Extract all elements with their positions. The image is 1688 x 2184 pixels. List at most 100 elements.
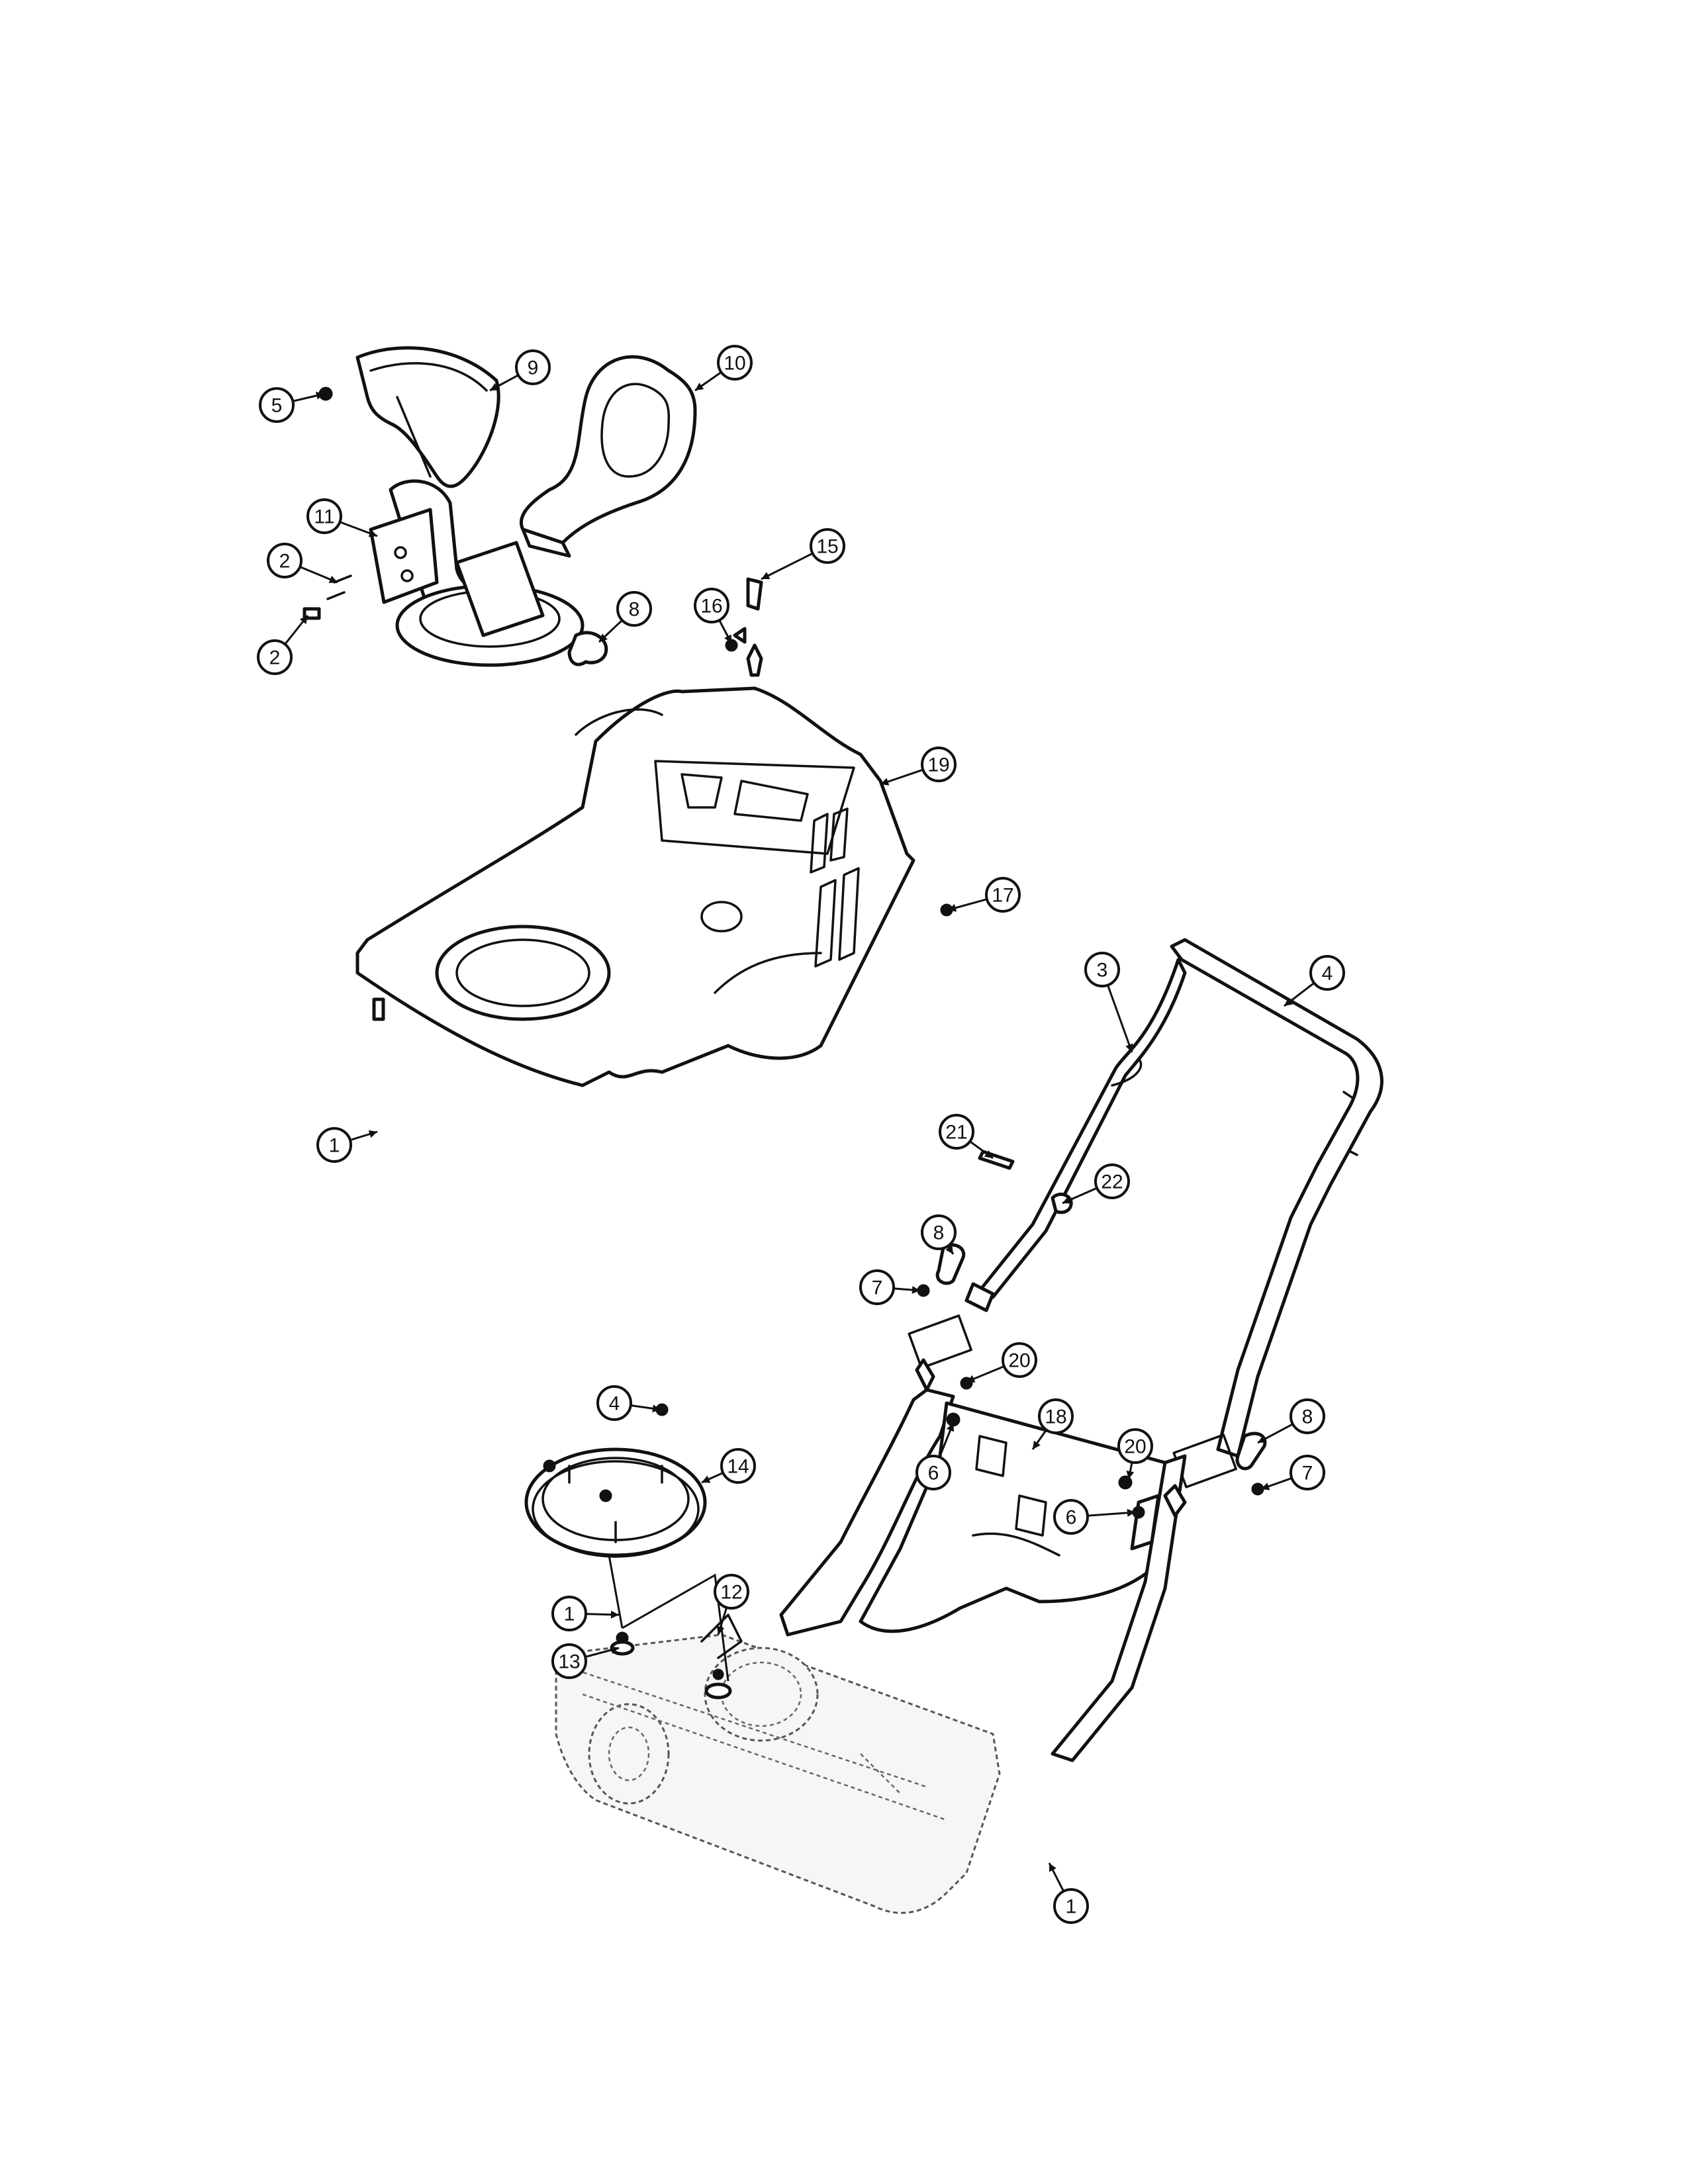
callout-arrowhead bbox=[946, 1423, 955, 1432]
callout-number: 6 bbox=[928, 1463, 939, 1484]
callout-arrowhead bbox=[299, 615, 308, 625]
callout-circle bbox=[1084, 952, 1120, 987]
callout-number: 19 bbox=[927, 754, 949, 776]
callout-number: 14 bbox=[727, 1456, 749, 1478]
callout-6: 6 bbox=[1053, 1499, 1136, 1535]
callout-leader bbox=[1107, 985, 1133, 1053]
callout-arrowhead bbox=[610, 1610, 619, 1619]
callout-19: 19 bbox=[880, 747, 957, 786]
callout-circle bbox=[1117, 1428, 1153, 1464]
callout-number: 5 bbox=[271, 395, 283, 417]
callout-arrowhead bbox=[702, 1475, 711, 1483]
callout-circle bbox=[316, 1127, 352, 1163]
callout-arrowhead bbox=[328, 575, 338, 583]
callout-number: 13 bbox=[558, 1651, 580, 1673]
callout-number: 4 bbox=[1322, 963, 1333, 985]
shroud-fasteners bbox=[372, 627, 953, 1021]
callout-number: 8 bbox=[629, 599, 640, 621]
callout-circle bbox=[515, 349, 551, 385]
callout-arrowhead bbox=[1033, 1440, 1041, 1449]
callout-1: 1 bbox=[551, 1596, 620, 1631]
callout-circle bbox=[714, 1574, 749, 1610]
callout-arrowhead bbox=[945, 1245, 953, 1254]
callout-22: 22 bbox=[1062, 1163, 1130, 1205]
callout-circle bbox=[810, 528, 845, 564]
callout-2: 2 bbox=[257, 615, 309, 675]
callout-2: 2 bbox=[267, 543, 338, 584]
callout-number: 1 bbox=[329, 1135, 340, 1157]
callout-circle bbox=[267, 543, 303, 578]
callout-13: 13 bbox=[551, 1643, 620, 1679]
callout-14: 14 bbox=[701, 1448, 756, 1484]
callout-arrowhead bbox=[1062, 1196, 1072, 1204]
callout-arrowhead bbox=[315, 391, 324, 400]
callout-number: 9 bbox=[528, 357, 539, 379]
callout-6: 6 bbox=[915, 1422, 955, 1490]
callout-number: 20 bbox=[1124, 1436, 1146, 1458]
callout-circle bbox=[259, 387, 295, 423]
callout-circle bbox=[921, 1214, 957, 1250]
callout-5: 5 bbox=[259, 387, 325, 423]
callout-number: 4 bbox=[609, 1393, 620, 1415]
upper-handle bbox=[978, 938, 1383, 1458]
callout-12: 12 bbox=[714, 1574, 749, 1635]
auger-housing-ghost bbox=[555, 1614, 1001, 1914]
callout-number: 18 bbox=[1045, 1406, 1066, 1428]
callout-number: 15 bbox=[816, 536, 838, 558]
callout-circle bbox=[1289, 1455, 1325, 1490]
callout-9: 9 bbox=[489, 349, 551, 392]
callout-8: 8 bbox=[1257, 1398, 1325, 1444]
callout-arrowhead bbox=[761, 572, 771, 579]
callout-20: 20 bbox=[966, 1342, 1037, 1383]
callout-number: 7 bbox=[1302, 1463, 1313, 1484]
callout-number: 2 bbox=[279, 551, 291, 572]
callout-arrowhead bbox=[948, 904, 957, 912]
callout-number: 10 bbox=[724, 353, 745, 375]
callout-arrowhead bbox=[368, 529, 377, 537]
callout-10: 10 bbox=[694, 345, 753, 392]
callout-circle bbox=[1002, 1342, 1037, 1378]
callout-number: 1 bbox=[564, 1604, 575, 1625]
callout-number: 6 bbox=[1066, 1507, 1077, 1529]
callout-arrowhead bbox=[966, 1375, 976, 1383]
callout-20: 20 bbox=[1117, 1428, 1153, 1480]
callout-number: 2 bbox=[269, 647, 281, 669]
callout-arrowhead bbox=[610, 1646, 619, 1654]
callout-number: 7 bbox=[872, 1277, 883, 1299]
callout-arrowhead bbox=[1284, 997, 1293, 1006]
callout-arrowhead bbox=[984, 1150, 993, 1158]
chute-knob-8 bbox=[567, 631, 608, 666]
callout-circle bbox=[717, 345, 753, 381]
callout-leader bbox=[1087, 1511, 1136, 1517]
callout-7: 7 bbox=[1260, 1455, 1325, 1490]
callout-circle bbox=[859, 1269, 895, 1305]
callout-arrowhead bbox=[1126, 1471, 1135, 1479]
callout-18: 18 bbox=[1031, 1398, 1074, 1450]
callout-circle bbox=[694, 588, 729, 623]
callout-number: 11 bbox=[314, 506, 334, 528]
callout-circle bbox=[1309, 955, 1345, 991]
callout-arrowhead bbox=[1049, 1863, 1056, 1872]
callout-3: 3 bbox=[1084, 952, 1133, 1053]
callout-leader bbox=[761, 552, 814, 580]
callout-arrowhead bbox=[716, 1625, 725, 1635]
callout-circle bbox=[1289, 1398, 1325, 1434]
callout-arrowhead bbox=[652, 1404, 661, 1413]
callout-arrowhead bbox=[1125, 1043, 1133, 1052]
callout-arrowhead bbox=[368, 1130, 377, 1138]
callout-4: 4 bbox=[596, 1385, 661, 1421]
callout-arrowhead bbox=[880, 778, 890, 786]
callout-1: 1 bbox=[316, 1127, 378, 1163]
callout-circle bbox=[616, 591, 652, 627]
callout-circle bbox=[306, 498, 342, 534]
callout-15: 15 bbox=[761, 528, 845, 580]
callout-arrowhead bbox=[724, 634, 731, 643]
callout-circle bbox=[1038, 1398, 1074, 1434]
chute-deflector bbox=[355, 346, 500, 488]
callout-number: 1 bbox=[1066, 1896, 1077, 1918]
callout-arrowhead bbox=[912, 1286, 920, 1295]
callout-circle bbox=[596, 1385, 632, 1421]
callout-number: 22 bbox=[1101, 1171, 1123, 1193]
callout-circle bbox=[257, 639, 293, 675]
